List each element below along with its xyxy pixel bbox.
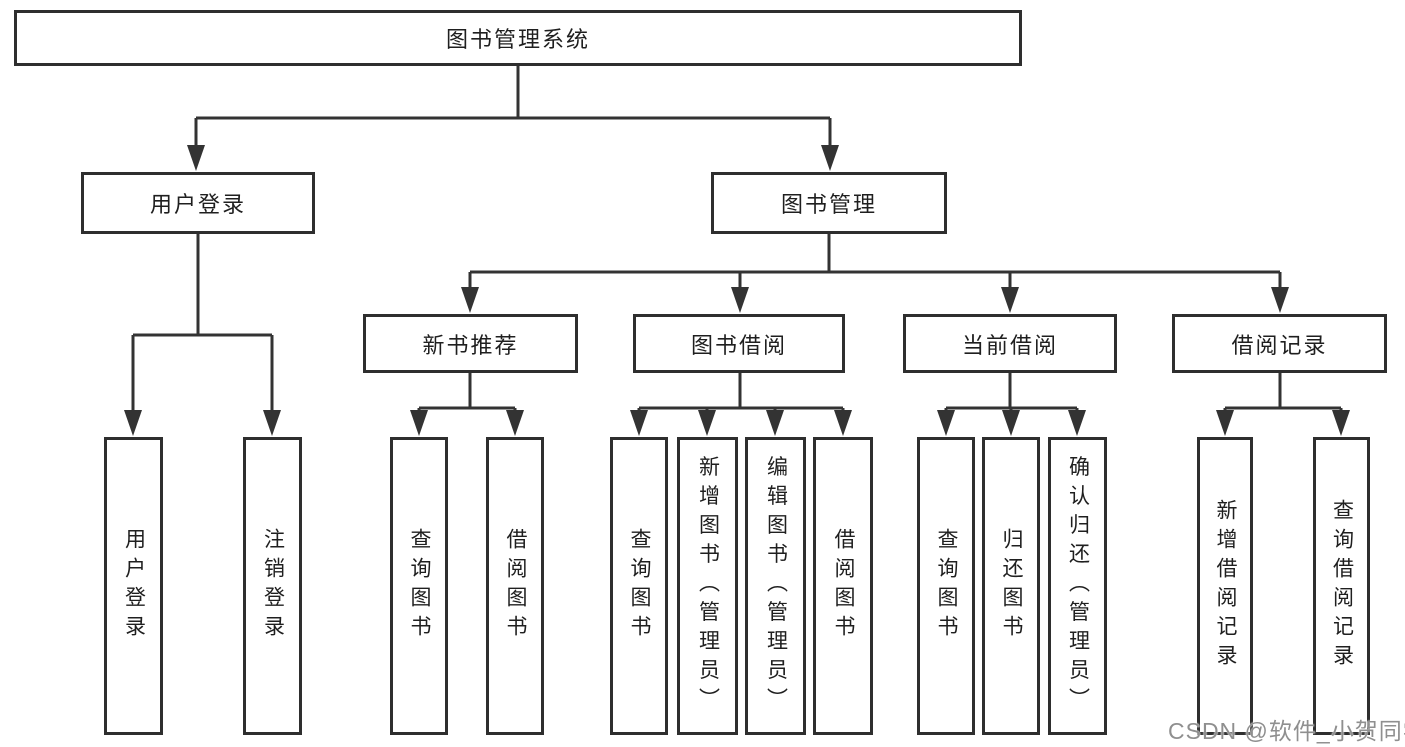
node-leaf-borrow-books-2: 借阅图书 bbox=[813, 437, 873, 735]
node-label: 图书借阅 bbox=[690, 332, 787, 358]
node-leaf-edit-books-admin: 编辑图书（管理员） bbox=[745, 437, 806, 735]
node-leaf-add-books-admin: 新增图书（管理员） bbox=[677, 437, 738, 735]
node-book-borrow: 图书借阅 bbox=[633, 314, 845, 373]
node-label: 新增图书（管理员） bbox=[696, 455, 720, 717]
node-label: 图书管理 bbox=[780, 192, 877, 217]
node-leaf-query-borrow-record: 查询借阅记录 bbox=[1313, 437, 1370, 735]
node-user-login: 用户登录 bbox=[81, 172, 315, 234]
node-label: 用户登录 bbox=[122, 528, 146, 644]
node-label: 确认归还（管理员） bbox=[1066, 455, 1090, 717]
node-label: 借阅图书 bbox=[832, 528, 855, 644]
node-borrow-records: 借阅记录 bbox=[1172, 314, 1387, 373]
node-label: 查询图书 bbox=[935, 528, 958, 644]
node-label: 编辑图书（管理员） bbox=[764, 455, 788, 717]
connector-lines bbox=[131, 66, 1343, 416]
node-new-book-recommend: 新书推荐 bbox=[363, 314, 578, 373]
node-label: 新增借阅记录 bbox=[1214, 499, 1237, 673]
node-label: 图书管理系统 bbox=[445, 27, 590, 52]
node-book-management: 图书管理 bbox=[711, 172, 947, 234]
node-leaf-logout: 注销登录 bbox=[243, 437, 302, 735]
node-leaf-query-books-1: 查询图书 bbox=[390, 437, 448, 735]
node-library-management-system: 图书管理系统 bbox=[14, 10, 1022, 66]
node-label: 查询图书 bbox=[628, 528, 651, 644]
node-leaf-return-books: 归还图书 bbox=[982, 437, 1040, 735]
node-label: 查询图书 bbox=[408, 528, 431, 644]
node-leaf-query-books-2: 查询图书 bbox=[610, 437, 668, 735]
node-leaf-borrow-books-1: 借阅图书 bbox=[486, 437, 544, 735]
node-label: 新书推荐 bbox=[422, 332, 519, 358]
node-leaf-add-borrow-record: 新增借阅记录 bbox=[1197, 437, 1253, 735]
arrowhead-icons bbox=[124, 145, 1350, 436]
node-leaf-user-login: 用户登录 bbox=[104, 437, 163, 735]
node-leaf-query-books-3: 查询图书 bbox=[917, 437, 975, 735]
node-leaf-confirm-return-admin: 确认归还（管理员） bbox=[1048, 437, 1107, 735]
node-label: 归还图书 bbox=[1000, 528, 1023, 644]
node-current-borrow: 当前借阅 bbox=[903, 314, 1117, 373]
node-label: 查询借阅记录 bbox=[1330, 499, 1354, 673]
node-label: 当前借阅 bbox=[961, 332, 1058, 358]
node-label: 借阅记录 bbox=[1231, 332, 1328, 358]
node-label: 注销登录 bbox=[261, 528, 285, 644]
watermark: CSDN @软件_小贺同学 bbox=[1168, 718, 1405, 744]
node-label: 用户登录 bbox=[149, 192, 246, 217]
node-label: 借阅图书 bbox=[504, 528, 527, 644]
